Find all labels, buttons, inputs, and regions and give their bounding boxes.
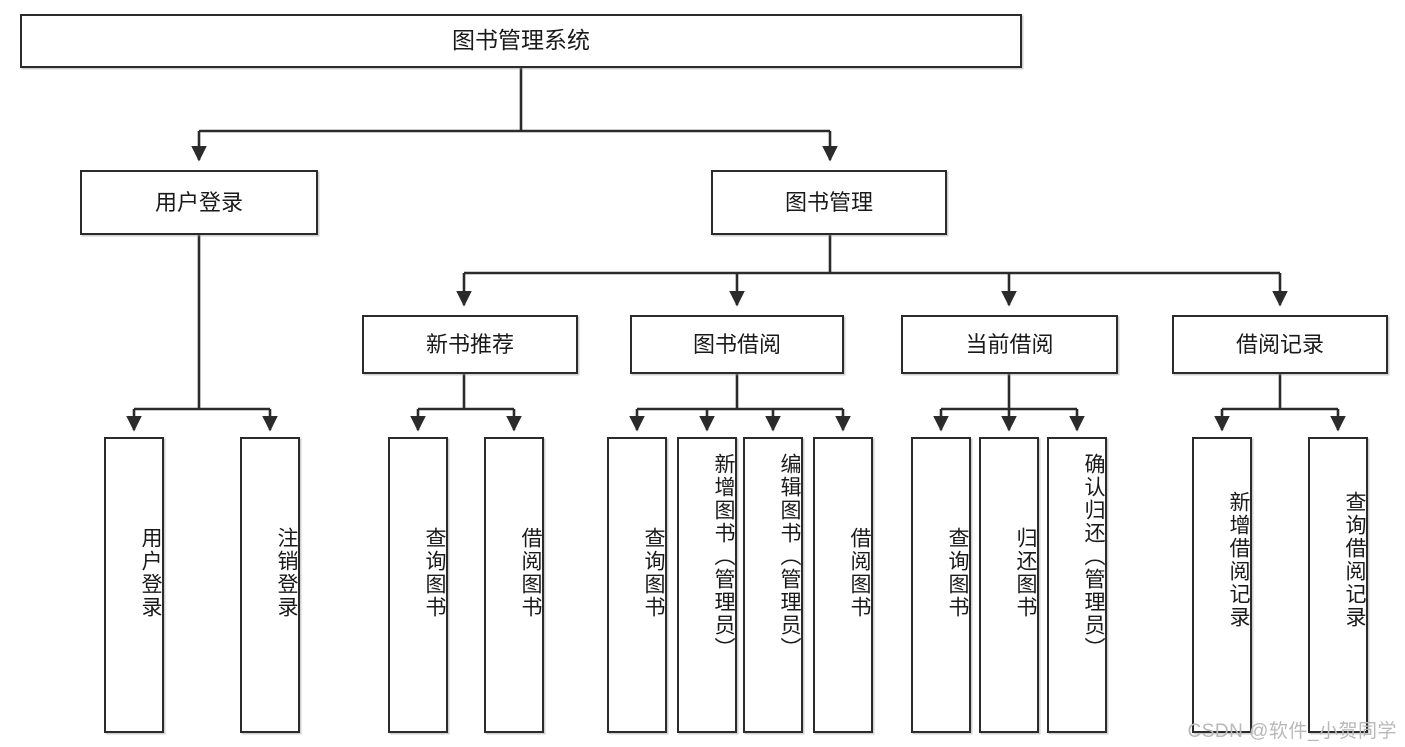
- leaf-add-book[interactable]: 新增图书（管理员）: [677, 437, 737, 733]
- leaf-query-book-3[interactable]: 查询图书: [911, 437, 971, 733]
- leaf-query-book-3-label: 查询图书: [946, 527, 969, 619]
- leaf-add-book-label: 新增图书（管理员）: [712, 453, 735, 660]
- leaf-add-record-label: 新增借阅记录: [1227, 491, 1250, 629]
- node-book-management-label: 图书管理: [784, 189, 873, 215]
- leaf-logout[interactable]: 注销登录: [240, 437, 300, 733]
- leaf-return-book-label: 归还图书: [1014, 527, 1037, 619]
- leaf-query-record-label: 查询借阅记录: [1343, 491, 1366, 629]
- leaf-edit-book-label: 编辑图书（管理员）: [778, 453, 801, 660]
- watermark-text: CSDN @软件_小贺同学: [1187, 721, 1397, 742]
- leaf-confirm-return-label: 确认归还（管理员）: [1082, 453, 1105, 660]
- node-book-borrow[interactable]: 图书借阅: [630, 315, 844, 374]
- node-root-label: 图书管理系统: [452, 27, 590, 54]
- leaf-logout-label: 注销登录: [275, 527, 298, 619]
- leaf-edit-book[interactable]: 编辑图书（管理员）: [743, 437, 803, 733]
- node-book-management[interactable]: 图书管理: [711, 170, 947, 235]
- leaf-add-record[interactable]: 新增借阅记录: [1192, 437, 1252, 733]
- node-new-book-recommendation-label: 新书推荐: [425, 331, 514, 357]
- leaf-borrow-book-2[interactable]: 借阅图书: [813, 437, 873, 733]
- node-book-borrow-label: 图书借阅: [692, 331, 781, 357]
- leaf-borrow-book-2-label: 借阅图书: [848, 527, 871, 619]
- leaf-query-book-1-label: 查询图书: [423, 527, 446, 619]
- leaf-confirm-return[interactable]: 确认归还（管理员）: [1047, 437, 1107, 733]
- node-new-book-recommendation[interactable]: 新书推荐: [362, 315, 578, 374]
- leaf-borrow-book-1[interactable]: 借阅图书: [484, 437, 544, 733]
- leaf-user-login-label: 用户登录: [139, 527, 162, 619]
- leaf-query-book-2[interactable]: 查询图书: [607, 437, 667, 733]
- node-borrow-record[interactable]: 借阅记录: [1172, 315, 1388, 374]
- leaf-query-record[interactable]: 查询借阅记录: [1308, 437, 1368, 733]
- node-current-borrow-label: 当前借阅: [965, 331, 1054, 357]
- node-user-login[interactable]: 用户登录: [80, 170, 318, 235]
- node-user-login-label: 用户登录: [154, 189, 243, 215]
- leaf-query-book-2-label: 查询图书: [642, 527, 665, 619]
- leaf-user-login[interactable]: 用户登录: [104, 437, 164, 733]
- node-current-borrow[interactable]: 当前借阅: [901, 315, 1118, 374]
- leaf-return-book[interactable]: 归还图书: [979, 437, 1039, 733]
- node-borrow-record-label: 借阅记录: [1235, 331, 1324, 357]
- leaf-borrow-book-1-label: 借阅图书: [519, 527, 542, 619]
- node-root[interactable]: 图书管理系统: [20, 14, 1022, 68]
- leaf-query-book-1[interactable]: 查询图书: [388, 437, 448, 733]
